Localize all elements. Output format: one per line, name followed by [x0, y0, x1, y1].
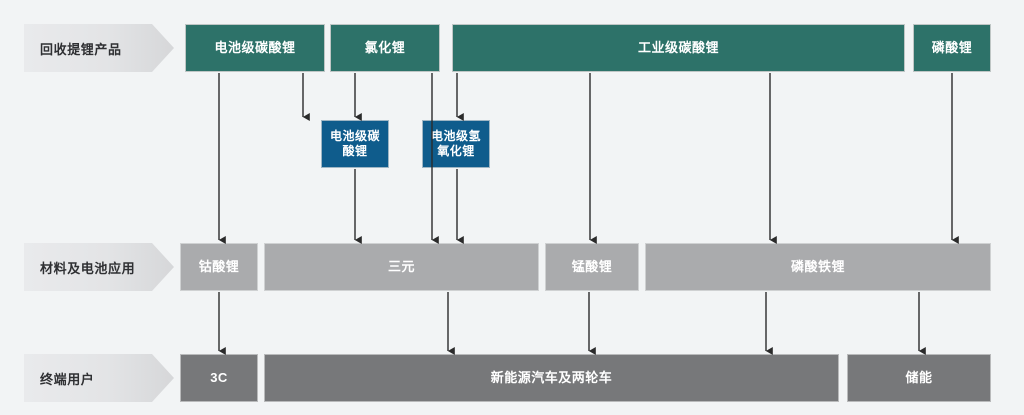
node-lithium-phosphate[interactable]: 磷酸锂 [913, 24, 991, 72]
node-lithium-chloride[interactable]: 氯化锂 [330, 24, 440, 72]
row-label-recovery: 回收提锂产品 [24, 24, 174, 72]
node-nev-and-two-wheelers[interactable]: 新能源汽车及两轮车 [264, 354, 839, 402]
node-battery-grade-hydroxide-refined[interactable]: 电池级氢 氧化锂 [422, 120, 490, 168]
row-label-recovery-text: 回收提锂产品 [40, 41, 122, 57]
row-label-endusers-text: 终端用户 [40, 371, 95, 387]
node-lithium-manganese-oxide[interactable]: 锰酸锂 [545, 243, 639, 291]
node-energy-storage[interactable]: 储能 [847, 354, 991, 402]
node-industrial-grade-lithium-carbonate[interactable]: 工业级碳酸锂 [452, 24, 905, 72]
node-lithium-iron-phosphate[interactable]: 磷酸铁锂 [645, 243, 991, 291]
node-battery-grade-carbonate-refined[interactable]: 电池级碳 酸锂 [321, 120, 389, 168]
node-lithium-cobalt-oxide[interactable]: 钴酸锂 [180, 243, 258, 291]
row-label-endusers: 终端用户 [24, 354, 174, 402]
row-label-materials: 材料及电池应用 [24, 243, 174, 291]
node-3c-electronics[interactable]: 3C [180, 354, 258, 402]
node-ternary-ncm[interactable]: 三元 [264, 243, 539, 291]
row-label-materials-text: 材料及电池应用 [40, 260, 136, 276]
node-battery-grade-lithium-carbonate[interactable]: 电池级碳酸锂 [185, 24, 325, 72]
